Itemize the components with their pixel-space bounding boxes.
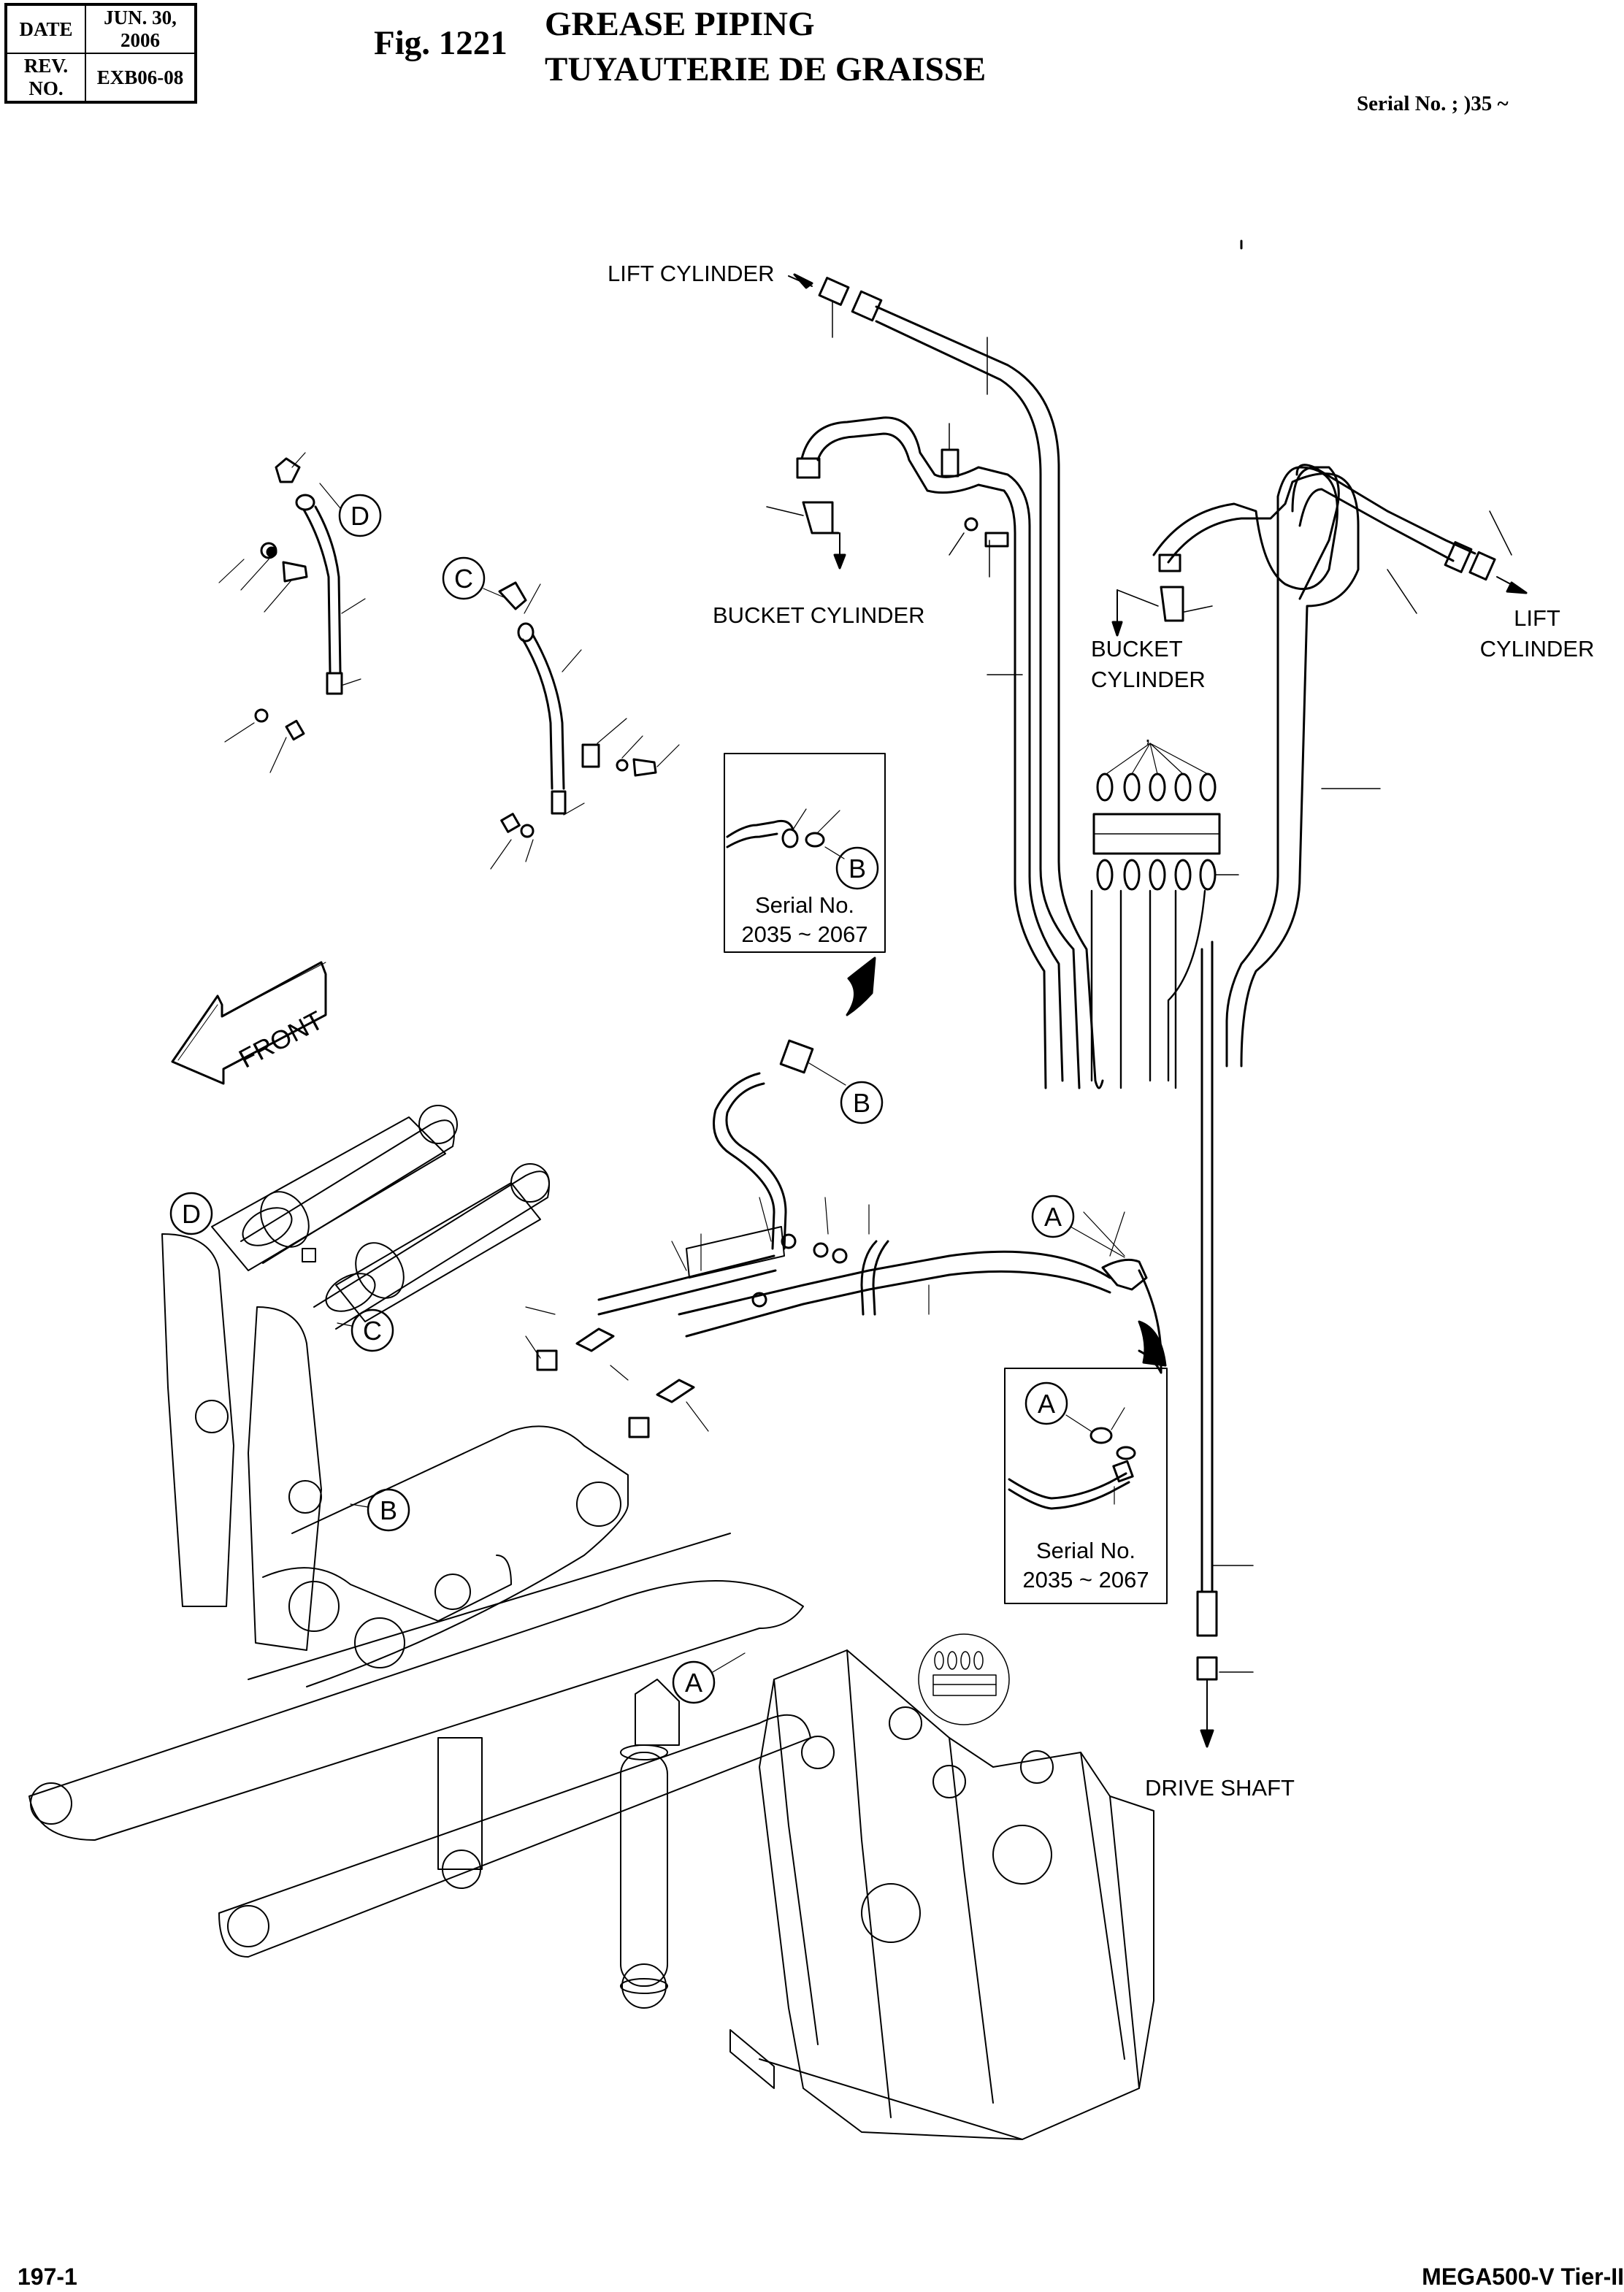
title-french: TUYAUTERIE DE GRAISSE xyxy=(545,50,987,88)
center-pipe-assembly xyxy=(525,1039,1163,1438)
date-value: JUN. 30, 2006 xyxy=(85,4,196,54)
label-lift-cylinder-right: LIFT CYLINDER xyxy=(1475,603,1599,664)
label-lift-line1: LIFT xyxy=(1514,605,1560,631)
lift-cylinder-line-top xyxy=(788,273,1104,1089)
rev-value: EXB06-08 xyxy=(85,53,196,103)
label-bucket-line1: BUCKET xyxy=(1091,636,1183,662)
manifold-detail-circle xyxy=(918,1633,1010,1725)
svg-text:A: A xyxy=(685,1668,702,1698)
svg-text:C: C xyxy=(363,1316,382,1346)
page-number: 197-1 xyxy=(18,2264,77,2290)
right-piping xyxy=(1111,239,1528,1748)
front-frame xyxy=(729,1649,1154,2140)
lift-cylinders xyxy=(211,1105,550,1322)
callout-b-inset: B xyxy=(835,846,879,890)
inset-a-serial-label: Serial No. xyxy=(1035,1538,1136,1563)
bucket-cylinder-line-mid xyxy=(766,416,1064,1089)
figure-number: Fig. 1221 xyxy=(374,24,508,62)
grease-manifold xyxy=(1090,743,1239,1089)
label-lift-cylinder-top: LIFT CYLINDER xyxy=(608,261,775,286)
manifold-mark: , xyxy=(1145,724,1151,746)
grease-nipple-row-bottom xyxy=(1096,859,1217,891)
label-drive-shaft: DRIVE SHAFT xyxy=(1145,1775,1295,1801)
model-name: MEGA500-V Tier-II xyxy=(1422,2264,1624,2290)
front-arrow-label: FRONT xyxy=(234,1005,328,1073)
rev-label: REV. NO. xyxy=(5,53,86,103)
label-lift-line2: CYLINDER xyxy=(1479,636,1595,662)
inset-b-serial: Serial No. 2035 ~ 2067 xyxy=(727,891,882,949)
inset-b-serial-label: Serial No. xyxy=(754,892,855,918)
title-english: GREASE PIPING xyxy=(545,5,815,43)
inset-a-serial: Serial No. 2035 ~ 2067 xyxy=(1008,1536,1164,1595)
callout-b-lower: B xyxy=(350,1488,410,1532)
label-bucket-line2: CYLINDER xyxy=(1091,667,1206,692)
svg-text:B: B xyxy=(853,1088,870,1118)
svg-text:A: A xyxy=(1044,1202,1062,1232)
callout-a-center: A xyxy=(1031,1195,1125,1258)
label-bucket-cylinder-mid: BUCKET CYLINDER xyxy=(713,602,925,628)
svg-text:B: B xyxy=(849,854,866,884)
svg-text:C: C xyxy=(454,564,473,594)
svg-text:D: D xyxy=(351,501,369,531)
callout-c-top: C xyxy=(442,556,505,600)
callout-a-inset: A xyxy=(1024,1381,1068,1425)
callout-c-lower: C xyxy=(337,1308,394,1352)
callout-d-top: D xyxy=(319,483,382,537)
callout-d-lower: D xyxy=(169,1192,213,1235)
svg-text:D: D xyxy=(182,1199,201,1229)
figure-title: GREASE PIPING TUYAUTERIE DE GRAISSE xyxy=(545,1,986,92)
loader-arm-assembly xyxy=(28,1119,811,1958)
detail-d-parts xyxy=(218,452,366,773)
serial-range: Serial No. ; )35 ~ xyxy=(1357,92,1509,115)
inset-a-serial-range: 2035 ~ 2067 xyxy=(1022,1567,1149,1592)
inset-b-serial-range: 2035 ~ 2067 xyxy=(741,921,868,947)
svg-text:A: A xyxy=(1038,1389,1055,1419)
steering-cylinder xyxy=(620,1679,680,2009)
callout-b-center: B xyxy=(840,1081,884,1124)
inset-a-frame xyxy=(1004,1320,1168,1604)
svg-text:B: B xyxy=(380,1495,397,1525)
detail-c-parts xyxy=(490,581,680,870)
grease-nipple-row-top xyxy=(1096,773,1217,802)
revision-table: DATE JUN. 30, 2006 REV. NO. EXB06-08 xyxy=(4,3,197,104)
label-bucket-cylinder-right: BUCKET CYLINDER xyxy=(1091,634,1206,695)
date-label: DATE xyxy=(5,4,86,54)
inset-b-frame xyxy=(724,753,886,1016)
front-arrow-icon xyxy=(171,961,327,1085)
callout-a-lower: A xyxy=(672,1652,746,1704)
